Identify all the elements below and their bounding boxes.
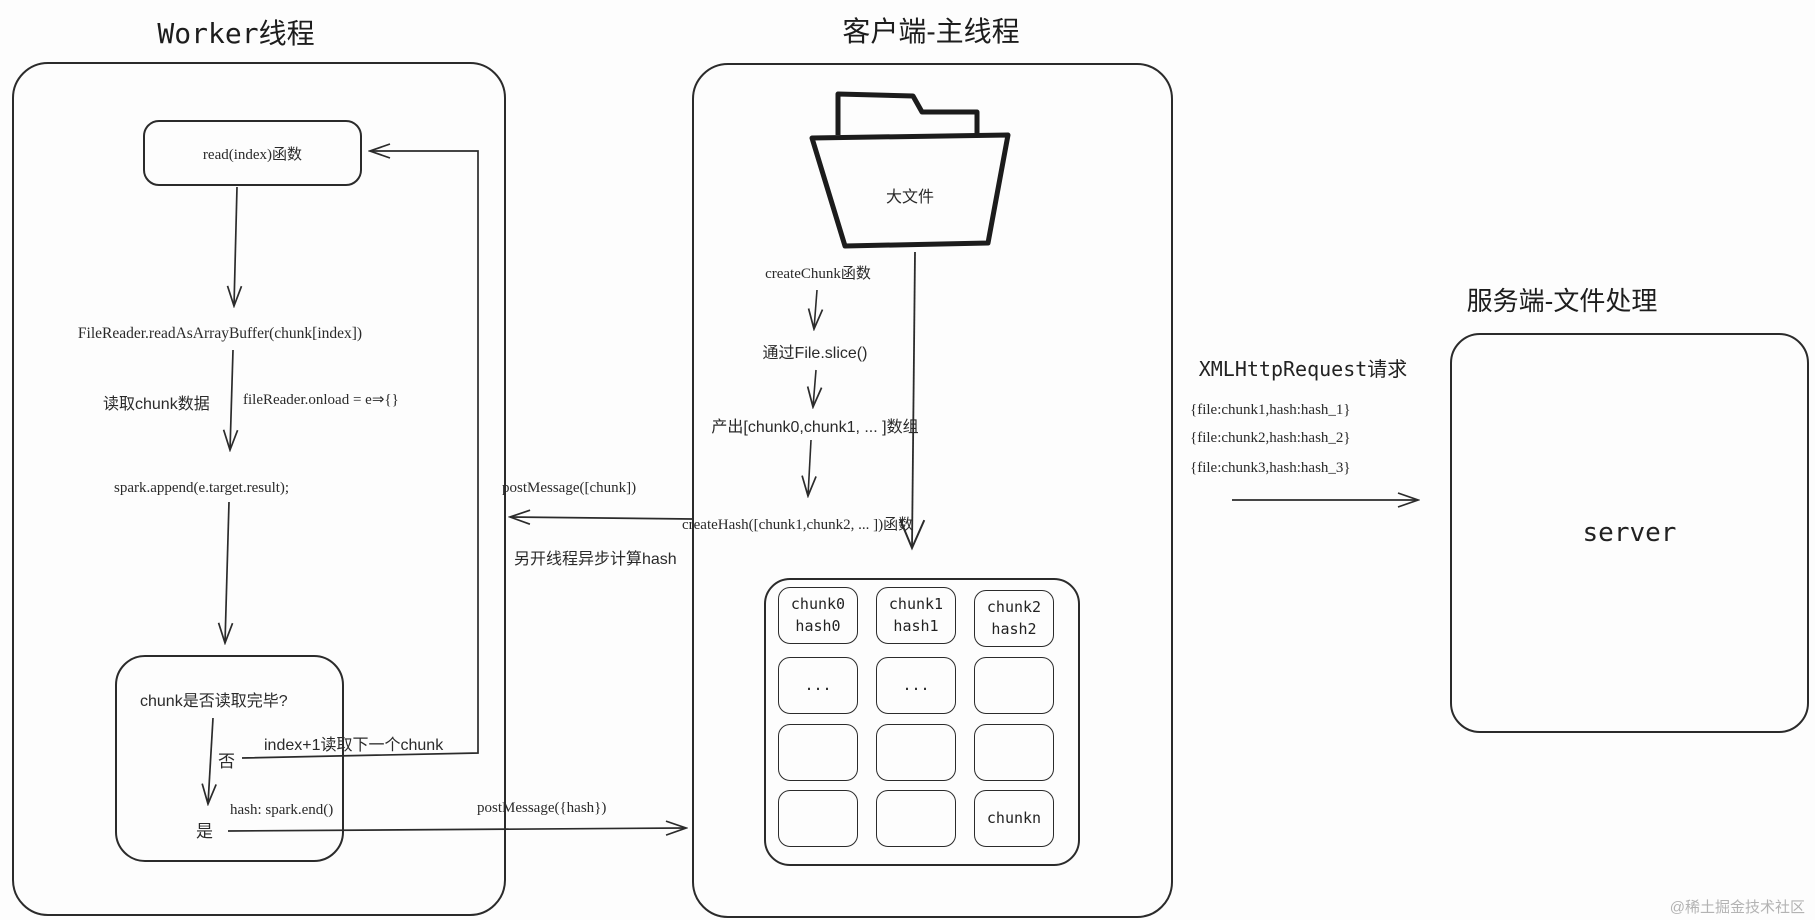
onload-label: fileReader.onload = e⇒{} <box>243 392 399 408</box>
post-chunk-message-label: postMessage([chunk]) <box>502 480 637 496</box>
create-hash-label: createHash([chunk1,chunk2, ... ])函数 <box>682 517 914 533</box>
payload-line: {file:chunk3,hash:hash_3} <box>1190 460 1351 476</box>
server-title: 服务端-文件处理 <box>1466 286 1658 316</box>
produce-array-label: 产出[chunk0,chunk1, ... ]数组 <box>711 419 919 436</box>
client-panel <box>692 63 1173 918</box>
worker-title: Worker线程 <box>157 17 315 50</box>
post-hash-message-label: postMessage({hash}) <box>477 800 607 816</box>
xhr-request-label: XMLHttpRequest请求 <box>1198 357 1408 381</box>
chunk-cell <box>974 724 1054 781</box>
read-chunk-label: 读取chunk数据 <box>103 396 210 413</box>
payload-line: {file:chunk1,hash:hash_1} <box>1190 402 1351 418</box>
chunk-cell: chunk1 hash1 <box>876 587 956 644</box>
chunk-cell <box>876 724 956 781</box>
hash-end-call: hash: spark.end() <box>230 802 334 818</box>
big-file-label: 大文件 <box>885 189 934 206</box>
chunk-cell: chunk2 hash2 <box>974 590 1054 647</box>
payload-line: {file:chunk2,hash:hash_2} <box>1190 430 1351 446</box>
chunk-cell <box>778 724 858 781</box>
read-function-box: read(index)函数 <box>143 120 362 186</box>
chunk-cell <box>876 790 956 847</box>
decision-box <box>115 655 344 862</box>
create-chunk-label: createChunk函数 <box>765 266 871 282</box>
chunk-cell: ... <box>778 657 858 714</box>
chunk-cell: chunk0 hash0 <box>778 587 858 644</box>
next-chunk-label: index+1读取下一个chunk <box>264 737 444 754</box>
chunk-cell: chunkn <box>974 790 1054 847</box>
client-title: 客户端-主线程 <box>842 16 1020 47</box>
watermark: @稀土掘金技术社区 <box>1669 899 1805 916</box>
chunk-cell <box>778 790 858 847</box>
worker-panel <box>12 62 506 916</box>
server-box: server <box>1450 333 1809 733</box>
no-label: 否 <box>218 752 235 771</box>
yes-label: 是 <box>196 822 213 841</box>
chunk-grid <box>764 578 1080 866</box>
chunk-cell: ... <box>876 657 956 714</box>
spark-append-call: spark.append(e.target.result); <box>114 480 290 496</box>
chunk-cell <box>974 657 1054 714</box>
decision-question: chunk是否读取完毕? <box>140 693 288 710</box>
async-hash-label: 另开线程异步计算hash <box>514 551 677 568</box>
filereader-call: FileReader.readAsArrayBuffer(chunk[index… <box>77 325 363 342</box>
file-slice-label: 通过File.slice() <box>762 345 868 362</box>
arrow-post-chunk <box>510 517 693 519</box>
